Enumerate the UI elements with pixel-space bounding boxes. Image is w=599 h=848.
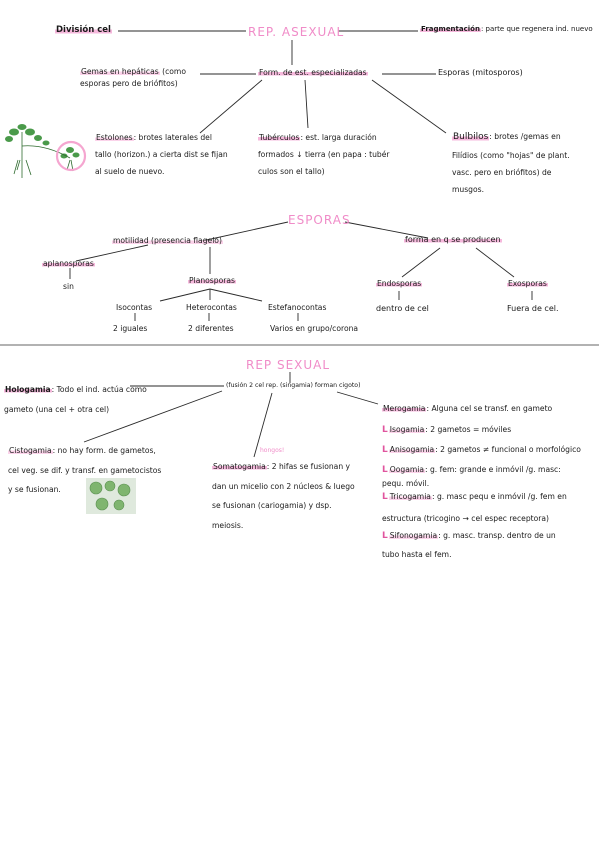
connector xyxy=(336,391,379,405)
fragmentacion: Fragmentación: parte que regenera ind. n… xyxy=(420,25,593,33)
merogamia: Merogamia: Alguna cel se transf. en game… xyxy=(382,404,553,413)
estefanocontas: Estefanocontas xyxy=(268,303,327,312)
endosporas: Endosporas xyxy=(376,279,423,288)
connector xyxy=(75,244,149,262)
esporas-title: ESPORAS xyxy=(288,213,351,227)
heterocontas: Heterocontas xyxy=(186,303,237,312)
forma-produccion: forma en q se producen xyxy=(404,235,502,244)
connector xyxy=(83,390,223,443)
sexual-title: REP SEXUAL xyxy=(246,358,331,372)
isocontas: Isocontas xyxy=(116,303,153,312)
form-est-especializadas: Form. de est. especializadas xyxy=(258,68,368,77)
connector xyxy=(371,79,447,134)
somatogamia: Somatogamia: 2 hifas se fusionan y dan u… xyxy=(212,462,355,531)
connector xyxy=(304,79,309,129)
connector xyxy=(253,392,273,458)
connector xyxy=(401,247,441,278)
bulbilos: Bulbilos: brotes /gemas en Filídios (com… xyxy=(452,132,570,195)
gemas-hepaticas: Gemas en hepáticas (como esporas pero de… xyxy=(80,67,186,88)
motilidad: motilidad (presencia flagelo) xyxy=(112,236,223,245)
connector xyxy=(209,288,263,302)
heterocontas-sub: 2 diferentes xyxy=(188,324,234,333)
estolones: Estolones: brotes laterales del tallo (h… xyxy=(95,133,228,177)
fusion-note: (fusión 2 cel rep. (singamia) forman cig… xyxy=(226,382,361,389)
esporas-mitosporos: Esporas (mitosporos) xyxy=(438,68,523,77)
plant-stolon-drawing xyxy=(5,124,87,178)
aplanosporas-sin: sin xyxy=(63,282,74,291)
connector xyxy=(199,79,263,134)
cistogamia: Cistogamia: no hay form. de gametos, cel… xyxy=(8,446,162,495)
cells-photo xyxy=(86,478,136,514)
connector xyxy=(475,247,515,278)
aplanosporas: aplanosporas xyxy=(42,259,95,268)
tuberculos: Tubérculos: est. larga duración formados… xyxy=(258,133,390,177)
exosporas-sub: Fuera de cel. xyxy=(507,304,559,313)
exosporas: Exosporas xyxy=(507,279,548,288)
planosporas: Planosporas xyxy=(188,276,236,285)
somatogamia-note: hongos! xyxy=(260,447,285,454)
connector xyxy=(159,288,211,302)
division-celular: División cel xyxy=(55,25,112,35)
isocontas-sub: 2 iguales xyxy=(113,324,148,333)
endosporas-sub: dentro de cel xyxy=(376,304,429,313)
hologamia: Hologamia: Todo el ind. actúa como gamet… xyxy=(4,385,147,414)
asexual-title: REP. ASEXUAL xyxy=(248,25,345,39)
estefanocontas-sub: Varios en grupo/corona xyxy=(270,324,359,333)
